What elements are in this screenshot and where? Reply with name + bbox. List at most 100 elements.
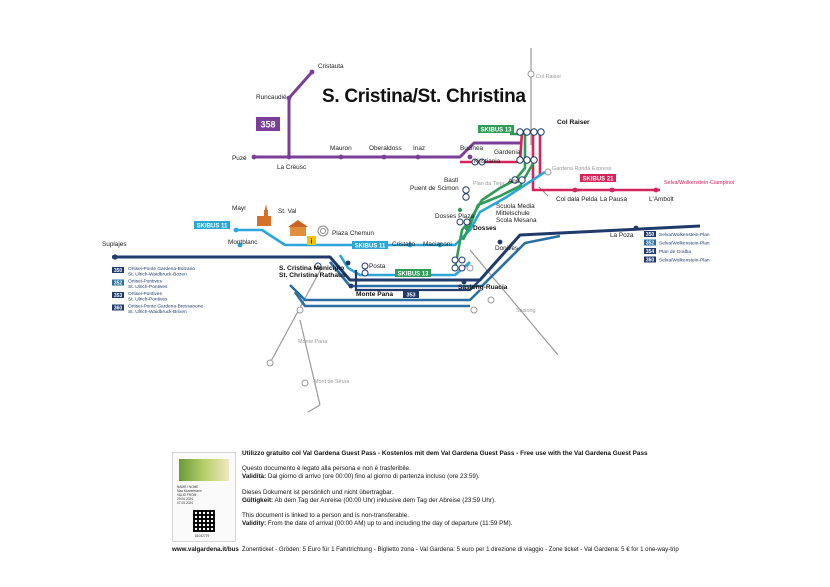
lift-markers (266, 70, 552, 387)
legend-left-text: Ortisei-Pontives (128, 279, 162, 285)
legend-left-text: Ortisei-Ponte Gardena-Bolzano (128, 266, 195, 272)
route-358-line (254, 71, 520, 159)
stop-scola-mesana: Scola Mesana (496, 217, 537, 224)
stop-suplajes: Suplajes (102, 241, 127, 248)
legend-right-item: 360 Selva/Wolkenstein-Plan (644, 256, 710, 263)
legend-right-item: 354 Plan de Gralba (644, 248, 691, 255)
svg-text:SKIBUS 13: SKIBUS 13 (480, 127, 512, 133)
lift-saslong: Saslong (516, 308, 535, 314)
route-badge-353: 353 (403, 291, 419, 299)
info-heading: Utilizzo gratuito col Val Gardena Guest … (242, 450, 648, 457)
legend-left-text2: St. Ulrich-Pontives (128, 284, 168, 290)
route-353-line (354, 270, 486, 292)
ticket-number: 81052779 (195, 534, 210, 538)
info-de-label: Gültigkeit: (242, 496, 274, 504)
building-icon (288, 220, 308, 236)
stop-monte-pana: Monte Pana (356, 291, 393, 298)
legend-right-text: Selva/Wolkenstein-Plan (659, 232, 710, 238)
legend-right-num: 352 (646, 240, 655, 246)
legend-right-num: 354 (646, 249, 655, 255)
website-link[interactable]: www.valgardena.it/bus (172, 546, 239, 553)
stop-la-pausa: La Pausa (600, 196, 627, 203)
info-en-1: This document is linked to a person and … (242, 512, 409, 520)
info-en-2: From the date of arrival (00:00 AM) up t… (266, 520, 513, 528)
legend-left-num: 350 (114, 268, 123, 274)
church-icon (257, 204, 271, 226)
route-badge-skibus-11-a: SKIBUS 11 (194, 221, 230, 229)
route-badge-skibus-13-a: SKIBUS 13 (478, 125, 514, 133)
route-badge-skibus-11-b: SKIBUS 11 (352, 241, 388, 249)
lift-labels: Col Raiser Gardena Ronda Express Saslong… (298, 74, 612, 385)
ticket-valid-to: 07.05.2024 (177, 501, 193, 505)
stop-plan-da-tieja: Plan da Tieja (473, 181, 504, 187)
lift-monte-pana: Monte Pana (298, 339, 327, 345)
legend-right-text: Selva/Wolkenstein-Plan (659, 257, 710, 263)
stop-runcaudie: Runcaudië (256, 94, 287, 101)
legend-left-num: 352 (114, 280, 123, 286)
lift-gardena-ronda: Gardena Ronda Express (552, 166, 612, 172)
stop-puent-de-scimon: Puent de Scimon (410, 185, 459, 192)
legend-left-text2: St. Ulrich-Waidbruck-Brixen (128, 309, 187, 315)
stop-mittelschule: Mittelschule (496, 210, 530, 217)
legend-left-num: 353 (114, 293, 123, 299)
ticket-name-label: NAME / NOME (177, 485, 199, 489)
stop-la-poza: La Poza (610, 232, 634, 239)
stop-posta: Posta (369, 263, 386, 270)
stop-donives: Donives (495, 245, 518, 252)
legend-right-num: 360 (646, 257, 655, 263)
svg-text:SKIBUS 11: SKIBUS 11 (197, 223, 228, 229)
legend-right-text: Plan de Gralba (659, 249, 691, 255)
stop-municipio: S. Cristina Municipio (279, 265, 344, 272)
route-352-line (289, 234, 561, 308)
stop-saslong-ruacia: Saslong-Ruacia (458, 284, 508, 291)
legend-left-text: Ortisei-Ponte Gardena-Bressanone (128, 304, 204, 310)
qr-code-icon (193, 510, 215, 532)
info-icon: i (307, 236, 316, 246)
svg-text:SKIBUS 11: SKIBUS 11 (355, 243, 386, 249)
svg-text:353: 353 (407, 293, 416, 299)
stop-puze: Puzé (232, 155, 247, 162)
stop-mauron: Mauron (330, 145, 352, 152)
stop-labels: Cristauta Runcaudië Puzé La Crëusc Mauro… (102, 63, 674, 298)
stop-cristallo: Cristallo (392, 241, 416, 248)
info-it-label: Validità: (242, 473, 267, 481)
route-badge-358: 358 (256, 117, 280, 131)
lift-mont-de-seura: Mont de Sëura (314, 379, 349, 385)
stop-col-raiser: Col Raiser (557, 119, 590, 126)
guest-pass-ticket: NAME / NOME Max Mustermann VALID FROM 29… (172, 452, 236, 542)
stop-kristiania: Kristiania (474, 158, 501, 165)
ticket-valid-label: VALID FROM (177, 493, 197, 497)
info-de-1: Dieses Dokument ist persönlich und nicht… (242, 488, 394, 496)
destination-selva: Selva/Wolkenstein-Ciampinoi (664, 180, 734, 186)
info-de-2: Ab dem Tag der Anreise (00:00 Uhr) inklu… (273, 496, 496, 504)
route-350-line (112, 224, 701, 282)
target-icon (317, 225, 329, 237)
ticket-name: Max Mustermann (177, 489, 202, 493)
stop-dots (112, 69, 659, 289)
legend-left-text2: St. Ulrich-Waidbruck-Bozen (128, 272, 187, 278)
stop-st-val: St. Val (278, 208, 296, 215)
stop-col-dala-pelda: Col dala Pelda (556, 196, 598, 203)
stop-dosses: Dosses (473, 225, 497, 232)
interchange-nodes (314, 128, 545, 277)
stop-scuola-media: Scuola Media (496, 203, 535, 210)
lift-lines (269, 48, 559, 413)
stop-maciaconi: Maciaconi (423, 241, 452, 248)
route-badge-skibus-21: SKIBUS 21 (580, 174, 616, 182)
legend-left-text2: St. Ulrich-Pontives (128, 297, 168, 303)
info-en-label: Validity: (242, 520, 267, 528)
svg-text:SKIBUS 13: SKIBUS 13 (397, 271, 429, 277)
stop-la-creusc: La Crëusc (277, 164, 307, 171)
stop-rathaus: St. Christina Rathaus (279, 272, 346, 279)
ticket-valid-from: 29.06.2024 (177, 497, 193, 501)
stop-mayr: Mayr (232, 205, 247, 212)
legend-left-text: Ortisei-Pontives (128, 291, 162, 297)
stop-inaz: Inaz (413, 145, 425, 152)
